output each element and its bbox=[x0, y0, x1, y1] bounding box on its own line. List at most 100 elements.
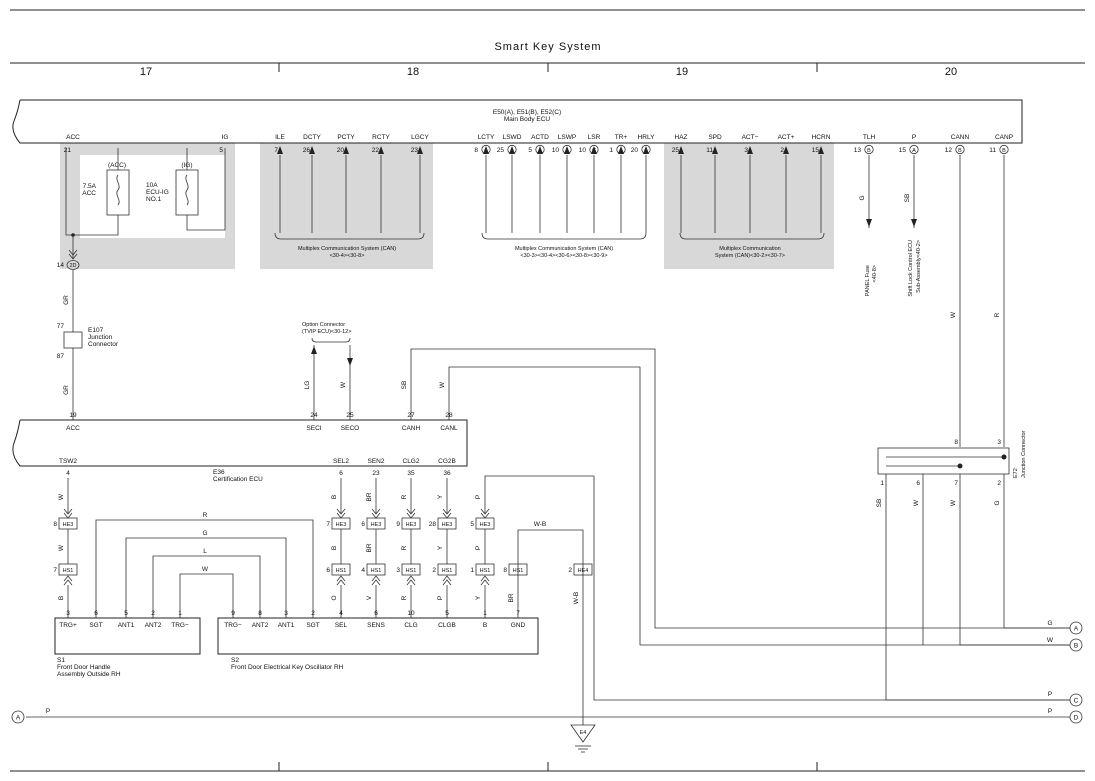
svg-text:Junction: Junction bbox=[88, 334, 113, 341]
svg-text:S1: S1 bbox=[57, 657, 65, 664]
can-signal-lines bbox=[277, 146, 824, 233]
svg-text:<30-4><30-8>: <30-4><30-8> bbox=[330, 253, 365, 259]
connector-hs1 bbox=[475, 563, 495, 576]
cert-pin-label: CLG2 bbox=[403, 458, 420, 465]
svg-text:1: 1 bbox=[880, 480, 884, 487]
wire-color: W-B bbox=[573, 592, 580, 605]
connector-label: HE3 bbox=[371, 522, 382, 528]
ecu-pin-number: 15 bbox=[899, 147, 907, 154]
wire-color: P bbox=[437, 596, 444, 600]
ecu-pin-label: IG bbox=[222, 134, 229, 141]
svg-text:Multiplex Communication: Multiplex Communication bbox=[719, 246, 780, 252]
svg-text:ECU-IG: ECU-IG bbox=[146, 189, 169, 196]
can-bracket-2: Multiplex Communication System (CAN) <30… bbox=[481, 232, 647, 259]
connector-hs1 bbox=[366, 563, 386, 576]
svg-text:Shift Lock Control ECU: Shift Lock Control ECU bbox=[908, 240, 914, 297]
connector-hs1 bbox=[58, 563, 78, 576]
svg-text:G: G bbox=[859, 195, 866, 200]
ecu-pin-label: LCTY bbox=[478, 134, 495, 141]
svg-text:6: 6 bbox=[916, 480, 920, 487]
connector-label: HS1 bbox=[336, 568, 347, 574]
wire-color: Y bbox=[475, 595, 482, 600]
svg-text:W: W bbox=[439, 381, 446, 388]
column-number: 19 bbox=[676, 66, 688, 78]
wire-color: BR bbox=[508, 593, 515, 602]
connector-marker bbox=[955, 144, 965, 155]
connector-label: HS1 bbox=[63, 568, 74, 574]
svg-text:Sub-Assembly<40-2>: Sub-Assembly<40-2> bbox=[916, 240, 922, 293]
svg-text:14: 14 bbox=[57, 262, 65, 269]
ecu-pin-label: LSWP bbox=[558, 134, 576, 141]
s1-pin-label: SGT bbox=[89, 622, 102, 629]
connector-marker bbox=[864, 144, 874, 155]
s2-pin-label: SENS bbox=[367, 622, 385, 629]
connector-label: HS1 bbox=[371, 568, 382, 574]
svg-text:Option Connector: Option Connector bbox=[302, 322, 345, 328]
connector-letter: B bbox=[1002, 148, 1006, 154]
connector-label: HE3 bbox=[480, 522, 491, 528]
s2-pin-number: 9 bbox=[231, 610, 235, 617]
svg-text:Connector: Connector bbox=[88, 341, 119, 348]
connector-letter: A bbox=[912, 148, 916, 154]
offpage-ref-marker bbox=[11, 710, 25, 724]
cert-pin-number: 36 bbox=[443, 470, 451, 477]
ecu-pin-label: ILE bbox=[275, 134, 285, 141]
ecu-pin-label: P bbox=[912, 134, 916, 141]
ecu-pin-label: DCTY bbox=[303, 134, 321, 141]
ecu-pin-label: PCTY bbox=[337, 134, 355, 141]
ecu-pin-number: 10 bbox=[552, 147, 560, 154]
wire-color: P bbox=[475, 546, 482, 550]
connector-label: HS1 bbox=[442, 568, 453, 574]
cert-pin-number: 6 bbox=[339, 470, 343, 477]
column-number: 18 bbox=[407, 66, 419, 78]
s1-pin-number: 1 bbox=[178, 610, 182, 617]
can-bracket-3: Multiplex Communication System (CAN)<30-… bbox=[679, 232, 825, 259]
svg-text:W: W bbox=[950, 499, 957, 506]
svg-text:E36: E36 bbox=[213, 469, 225, 476]
ecu-name: Main Body ECU bbox=[504, 116, 551, 123]
svg-text:77: 77 bbox=[57, 323, 65, 330]
svg-text:P: P bbox=[46, 708, 50, 715]
can-area-left bbox=[260, 143, 433, 269]
ecu-pin-number: 21 bbox=[64, 147, 72, 154]
svg-text:G: G bbox=[994, 500, 1001, 505]
s2-pin-number: 8 bbox=[258, 610, 262, 617]
ecu-pin-number: 20 bbox=[337, 147, 345, 154]
svg-text:W: W bbox=[202, 566, 209, 573]
connector-marker bbox=[909, 144, 919, 155]
offpage-ref-letter: A bbox=[16, 715, 21, 722]
s2-pin-label: GND bbox=[511, 622, 526, 629]
svg-text:G: G bbox=[202, 530, 207, 537]
ecu-pin-label: RCTY bbox=[372, 134, 390, 141]
can-bracket-1: Multiplex Communication System (CAN) <30… bbox=[274, 232, 425, 259]
s1-pin-number: 5 bbox=[124, 610, 128, 617]
s2-pin-label: TRG− bbox=[224, 622, 242, 629]
ecu-pin-label: LSR bbox=[588, 134, 601, 141]
ecu-pin-number: 1 bbox=[609, 147, 613, 154]
ecu-pin-number: 10 bbox=[579, 147, 587, 154]
svg-text:W: W bbox=[913, 499, 920, 506]
junction-e72: 8 3 1 6 7 2 E72 Junction Connector bbox=[877, 430, 1027, 487]
svg-text:Junction Connector: Junction Connector bbox=[1021, 430, 1027, 478]
svg-text:GR: GR bbox=[63, 295, 70, 305]
ecu-pin-label: SPD bbox=[708, 134, 722, 141]
front-door-oscillator-s2: S2 Front Door Electrical Key Oscillator … bbox=[217, 617, 539, 671]
column-number: 17 bbox=[140, 66, 152, 78]
ecu-pin-number: 12 bbox=[945, 147, 953, 154]
column-number: 20 bbox=[945, 66, 957, 78]
svg-text:Front Door Electrical Key Osci: Front Door Electrical Key Oscillator RH bbox=[231, 664, 344, 671]
ecu-pin-number: 26 bbox=[303, 147, 311, 154]
s1-pin-number: 3 bbox=[66, 610, 70, 617]
svg-text:Front Door Handle: Front Door Handle bbox=[57, 664, 111, 671]
s2-pin-label: SGT bbox=[306, 622, 319, 629]
s2-pin-number: 1 bbox=[483, 610, 487, 617]
cert-pin-label: SECO bbox=[341, 425, 359, 432]
connector-label: HE3 bbox=[336, 522, 347, 528]
connector-pin: 8 bbox=[53, 521, 57, 528]
svg-text:(TVIP ECU)<30-12>: (TVIP ECU)<30-12> bbox=[302, 329, 351, 335]
connector-label: HS1 bbox=[406, 568, 417, 574]
ecu-pin-label: ACC bbox=[66, 134, 80, 141]
connector-pin: 3 bbox=[396, 567, 400, 574]
